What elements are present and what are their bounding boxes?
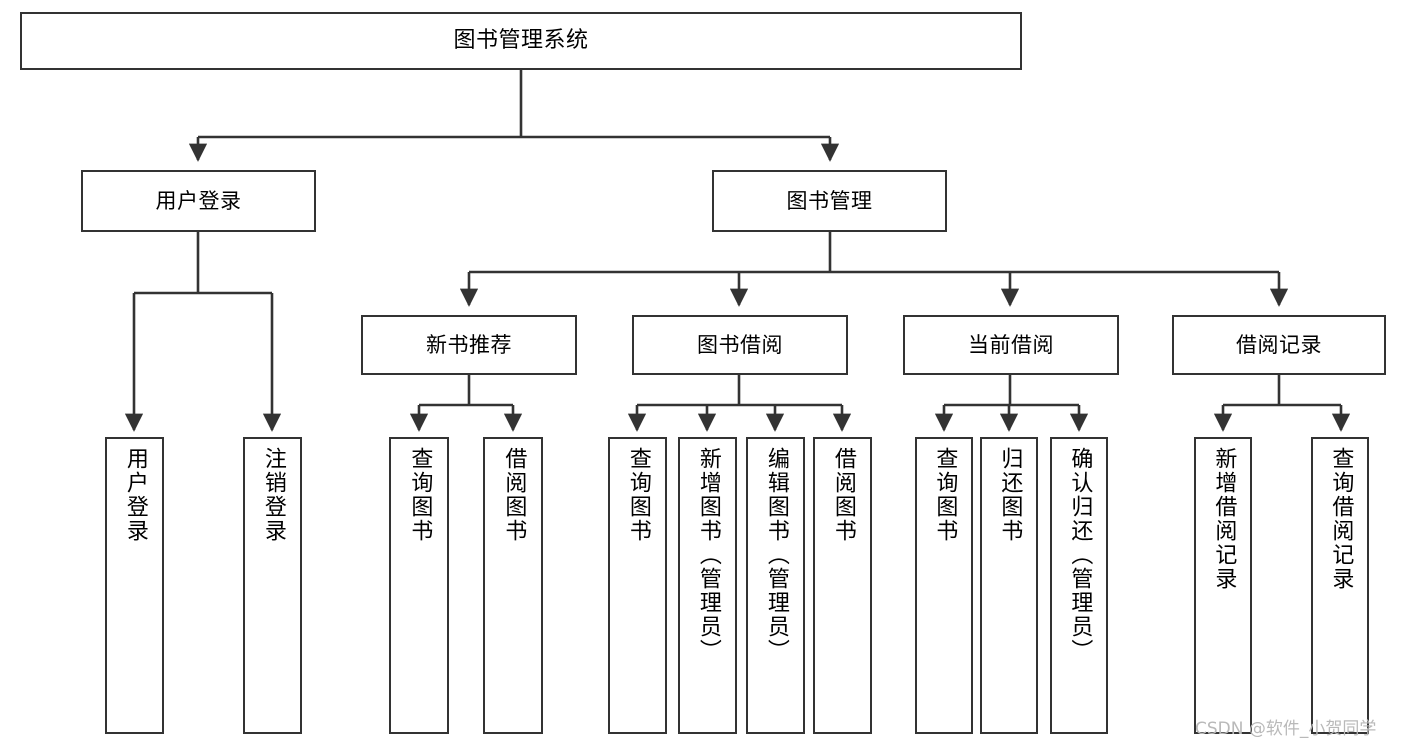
node-label: 图书借阅 [697, 332, 783, 357]
node-new-book-recommend[interactable]: 新书推荐 [361, 315, 577, 375]
node-label: 归还图书 [997, 447, 1023, 543]
leaf-current-confirm-return-admin[interactable]: 确认归还（管理员） [1050, 437, 1108, 734]
node-borrow-record[interactable]: 借阅记录 [1172, 315, 1386, 375]
leaf-current-return-book[interactable]: 归还图书 [980, 437, 1038, 734]
node-label: 注销登录 [260, 447, 286, 543]
node-label: 新增借阅记录 [1211, 447, 1237, 591]
node-label: 新书推荐 [426, 332, 512, 357]
node-label: 查询借阅记录 [1328, 447, 1354, 591]
node-user-login[interactable]: 用户登录 [81, 170, 316, 232]
leaf-record-add-borrow-record[interactable]: 新增借阅记录 [1194, 437, 1252, 734]
leaf-recommend-query-book[interactable]: 查询图书 [389, 437, 449, 734]
node-label: 图书管理 [786, 188, 873, 213]
node-label: 查询图书 [407, 447, 433, 543]
node-label: 借阅记录 [1236, 332, 1322, 357]
node-book-management[interactable]: 图书管理 [712, 170, 947, 232]
node-label: 图书管理系统 [453, 28, 589, 54]
leaf-logout-login[interactable]: 注销登录 [243, 437, 302, 734]
leaf-borrow-add-book-admin[interactable]: 新增图书（管理员） [678, 437, 737, 734]
leaf-borrow-query-book[interactable]: 查询图书 [608, 437, 667, 734]
leaf-borrow-edit-book-admin[interactable]: 编辑图书（管理员） [746, 437, 805, 734]
leaf-record-query-borrow-record[interactable]: 查询借阅记录 [1311, 437, 1369, 734]
node-label: 借阅图书 [501, 447, 527, 543]
node-label: 查询图书 [932, 447, 958, 543]
node-root-system[interactable]: 图书管理系统 [20, 12, 1022, 70]
node-label: 借阅图书 [830, 447, 856, 543]
node-label: 新增图书（管理员） [695, 447, 721, 663]
node-label: 当前借阅 [968, 332, 1054, 357]
leaf-recommend-borrow-book[interactable]: 借阅图书 [483, 437, 543, 734]
node-label: 编辑图书（管理员） [763, 447, 789, 663]
node-label: 用户登录 [155, 188, 242, 213]
node-book-borrow[interactable]: 图书借阅 [632, 315, 848, 375]
leaf-borrow-borrow-book[interactable]: 借阅图书 [813, 437, 872, 734]
node-label: 查询图书 [625, 447, 651, 543]
leaf-current-query-book[interactable]: 查询图书 [915, 437, 973, 734]
node-label: 确认归还（管理员） [1067, 447, 1093, 663]
leaf-user-login[interactable]: 用户登录 [105, 437, 164, 734]
node-current-borrow[interactable]: 当前借阅 [903, 315, 1119, 375]
node-label: 用户登录 [122, 447, 148, 543]
watermark: CSDN @软件_小贺同学 [1195, 719, 1377, 739]
